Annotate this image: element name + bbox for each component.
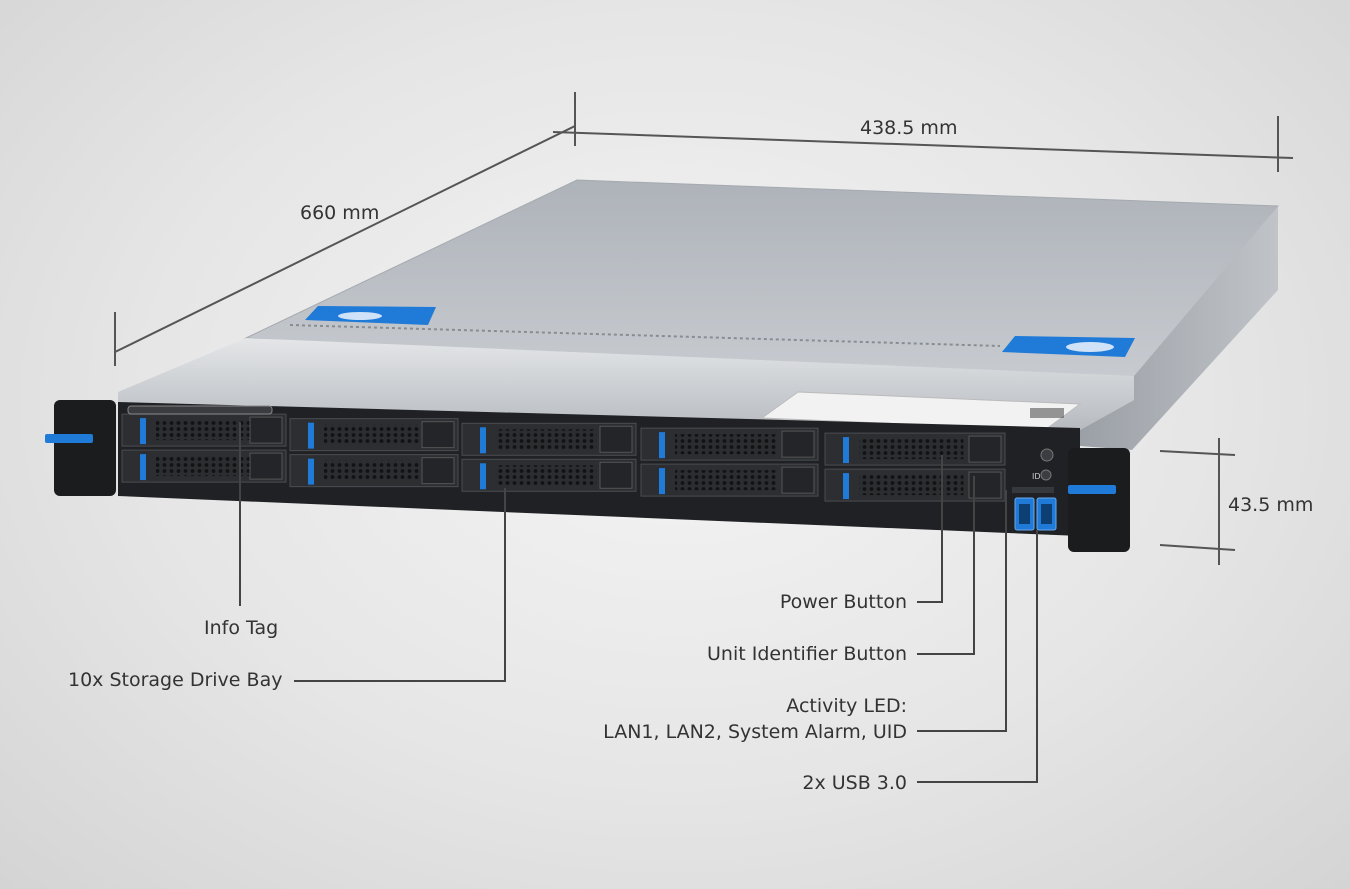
drive-bay-latch [140,418,146,445]
drive-bay-mesh [496,465,597,486]
drive-bay-handle [249,452,283,480]
uid-button [1040,469,1052,481]
drive-bay-latch [140,454,146,481]
width-dimension: 438.5 mm [860,117,958,139]
info-tag [127,405,273,415]
drive-bay-handle [421,457,455,485]
drive-bay-handle [599,425,633,453]
drive-bay-latch [308,458,314,485]
power-button-label: Power Button [779,591,907,613]
activity-leds [1012,487,1054,493]
drive-bay-mesh [156,456,252,477]
activity-led-label: Activity LED: [786,695,907,717]
drive-bay-latch [843,437,849,464]
drive-bay-latch [659,432,665,459]
height-dimension: 43.5 mm [1228,494,1314,516]
depth-dimension: 660 mm [300,202,380,224]
drive-bay-mesh [859,475,964,496]
rack-ear-left [54,400,116,496]
callout-lines [239,422,1038,783]
lid-vent-strip [289,324,1001,347]
rack-ear-right [1068,448,1130,552]
drive-bay-mesh [496,429,597,450]
drive-bay-latch [480,463,486,490]
info-tag-label: Info Tag [204,617,279,639]
dimension-lines [114,92,1294,565]
drive-bay-latch [659,468,665,495]
drive-bay-latch [480,427,486,454]
drive-bay-mesh [859,439,964,460]
drive-bay-handle [781,466,815,494]
drive-bay-label: 10x Storage Drive Bay [68,669,283,691]
power-button [1040,448,1054,462]
drive-bay-latch [308,422,314,449]
activity-led-detail: LAN1, LAN2, System Alarm, UID [603,721,907,743]
drive-bay-handle [249,416,283,444]
uid-button-label: Unit Identifier Button [707,643,907,665]
drive-bay-handle [421,421,455,449]
drive-bay-mesh [324,460,422,481]
id-glyph: ID [1032,472,1041,481]
usb-label: 2x USB 3.0 [802,772,907,794]
chassis-side [1080,206,1278,450]
drive-bay-latch [843,473,849,500]
drive-bay-handle [599,461,633,489]
drive-bay-mesh [675,434,778,455]
drive-bay-mesh [675,470,778,491]
drive-bay-mesh [324,424,422,445]
drive-bay-handle [968,435,1002,463]
drive-bay-handle [781,430,815,458]
drive-bay-mesh [156,420,252,441]
